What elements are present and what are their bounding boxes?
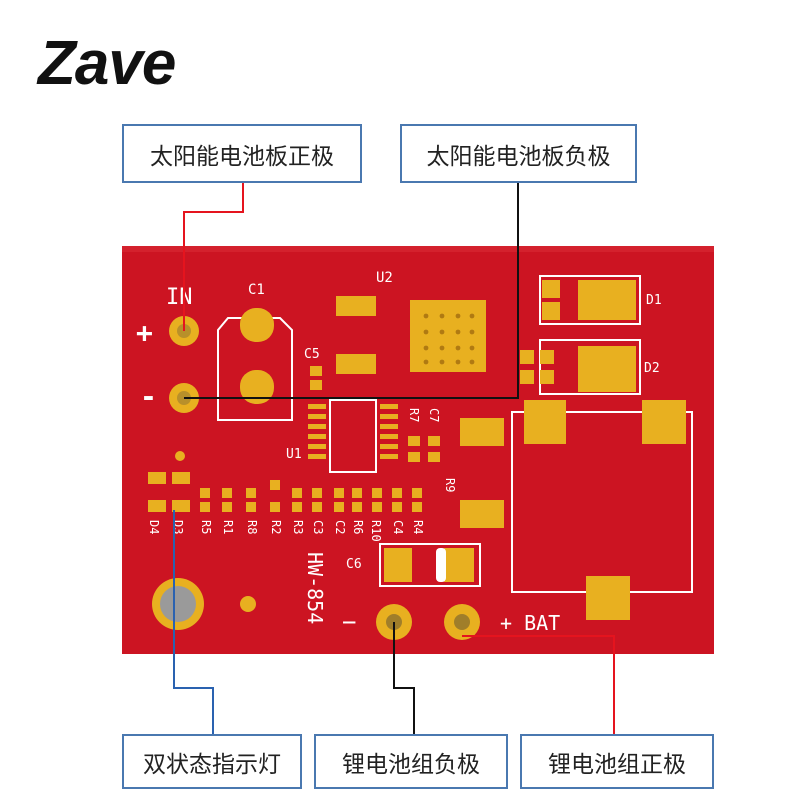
inductor-pad-2 <box>642 400 686 444</box>
label-c5: C5 <box>304 347 320 362</box>
d4-pad-1 <box>148 472 166 484</box>
label-bat: + BAT <box>500 611 560 635</box>
label-r4: R4 <box>411 520 425 534</box>
c5-pad-2 <box>310 380 322 390</box>
d3-pad-1 <box>172 472 190 484</box>
wire-battery-positive <box>462 635 615 736</box>
label-r9: R9 <box>443 478 457 492</box>
c6-outline <box>379 543 481 587</box>
callout-battery-negative: 锂电池组负极 <box>314 734 508 789</box>
u1-outline <box>329 399 377 473</box>
label-r3: R3 <box>291 520 305 534</box>
label-r1: R1 <box>221 520 235 534</box>
wire-indicator <box>173 510 214 736</box>
brand-logo: Zave <box>38 29 176 98</box>
label-d1: D1 <box>646 293 662 308</box>
d2-pad-small-3 <box>540 350 554 364</box>
label-bat-minus: − <box>342 608 356 636</box>
c1-outline <box>217 317 293 421</box>
fiducial-dot <box>240 596 256 612</box>
inductor-pad-3 <box>586 576 630 620</box>
label-c1: C1 <box>248 282 265 298</box>
r9-pad-2 <box>460 500 504 528</box>
label-in: IN <box>166 285 193 310</box>
label-model: HW-854 <box>303 552 327 624</box>
c1-pad-top <box>240 308 274 342</box>
d2-outline <box>539 339 641 395</box>
inductor-pad-1 <box>524 400 566 444</box>
label-r6: R6 <box>351 520 365 534</box>
callout-indicator-light: 双状态指示灯 <box>122 734 302 789</box>
c6-pad-1 <box>384 548 412 582</box>
label-r8: R8 <box>245 520 259 534</box>
d2-pad <box>578 346 636 392</box>
label-u2: U2 <box>376 270 393 286</box>
pcb-board-highlight <box>122 246 714 252</box>
u2-pad-main <box>410 300 486 372</box>
c5-pad-1 <box>310 366 322 376</box>
c6-pad-2 <box>444 548 474 582</box>
label-r2: R2 <box>269 520 283 534</box>
callout-solar-negative: 太阳能电池板负极 <box>400 124 637 183</box>
u2-pad-small <box>336 296 376 316</box>
label-c2: C2 <box>333 520 347 534</box>
d1-pad-small-2 <box>542 302 560 320</box>
wire-solar-positive <box>183 183 244 331</box>
label-c4: C4 <box>391 520 405 534</box>
d2-pad-small <box>520 350 534 364</box>
r9-pad-1 <box>460 418 504 446</box>
label-c3: C3 <box>311 520 325 534</box>
c6-body <box>436 548 446 582</box>
d1-pad <box>578 280 636 320</box>
d2-pad-small-2 <box>520 370 534 384</box>
d1-outline <box>539 275 641 325</box>
label-r7: R7 <box>407 408 421 422</box>
callout-solar-positive: 太阳能电池板正极 <box>122 124 362 183</box>
label-d2: D2 <box>644 361 660 376</box>
led-test-dot <box>175 451 185 461</box>
label-c6: C6 <box>346 557 362 572</box>
label-u1: U1 <box>286 447 302 462</box>
c1-pad-bottom <box>240 370 274 404</box>
callout-battery-positive: 锂电池组正极 <box>520 734 714 789</box>
d3-pad-2 <box>172 500 190 512</box>
wire-battery-negative <box>393 622 415 736</box>
label-d4: D4 <box>147 520 161 534</box>
label-c7: C7 <box>427 408 441 422</box>
label-r10: R10 <box>369 520 383 542</box>
d4-pad-2 <box>148 500 166 512</box>
d1-pad-small <box>542 280 560 298</box>
u2-pad-small-2 <box>336 354 376 374</box>
label-in-minus: - <box>140 380 157 413</box>
label-in-plus: + <box>136 316 153 349</box>
d2-pad-small-4 <box>540 370 554 384</box>
label-r5: R5 <box>199 520 213 534</box>
wire-solar-negative <box>184 183 519 399</box>
